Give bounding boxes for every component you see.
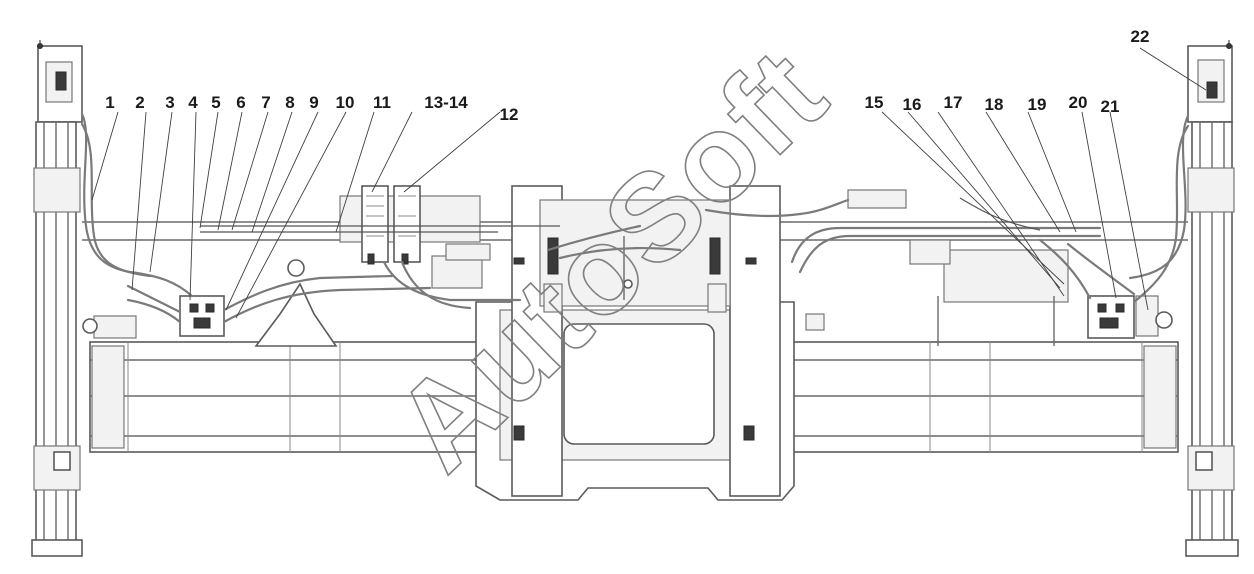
right-valve-assembly bbox=[805, 239, 1173, 346]
callout-15: 15 bbox=[865, 93, 884, 112]
leader-lines bbox=[91, 47, 1207, 319]
hoses bbox=[80, 112, 1190, 324]
callout-8: 8 bbox=[285, 93, 294, 112]
callout-19: 19 bbox=[1028, 95, 1047, 114]
callout-11: 11 bbox=[373, 93, 391, 112]
callout-18: 18 bbox=[985, 95, 1004, 114]
left-mast bbox=[31, 40, 83, 557]
callout-7: 7 bbox=[261, 93, 270, 112]
callout-13-14: 13-14 bbox=[424, 93, 468, 112]
callout-21: 21 bbox=[1101, 97, 1120, 116]
callout-12: 12 bbox=[500, 105, 519, 124]
callout-9: 9 bbox=[309, 93, 318, 112]
callout-6: 6 bbox=[236, 93, 245, 112]
callout-1: 1 bbox=[105, 93, 114, 112]
left-valve-assembly bbox=[82, 243, 491, 347]
callout-10: 10 bbox=[336, 93, 355, 112]
callout-2: 2 bbox=[135, 93, 144, 112]
callout-5: 5 bbox=[211, 93, 220, 112]
callout-4: 4 bbox=[188, 93, 198, 112]
right-mast bbox=[1185, 40, 1239, 557]
callout-3: 3 bbox=[165, 93, 174, 112]
callout-20: 20 bbox=[1069, 93, 1088, 112]
callout-labels: 1 2 3 4 5 6 7 8 9 10 11 13-14 12 15 16 1… bbox=[105, 27, 1149, 124]
callout-17: 17 bbox=[944, 93, 963, 112]
callout-22: 22 bbox=[1131, 27, 1150, 46]
central-carriage bbox=[475, 185, 795, 501]
callout-16: 16 bbox=[903, 95, 922, 114]
